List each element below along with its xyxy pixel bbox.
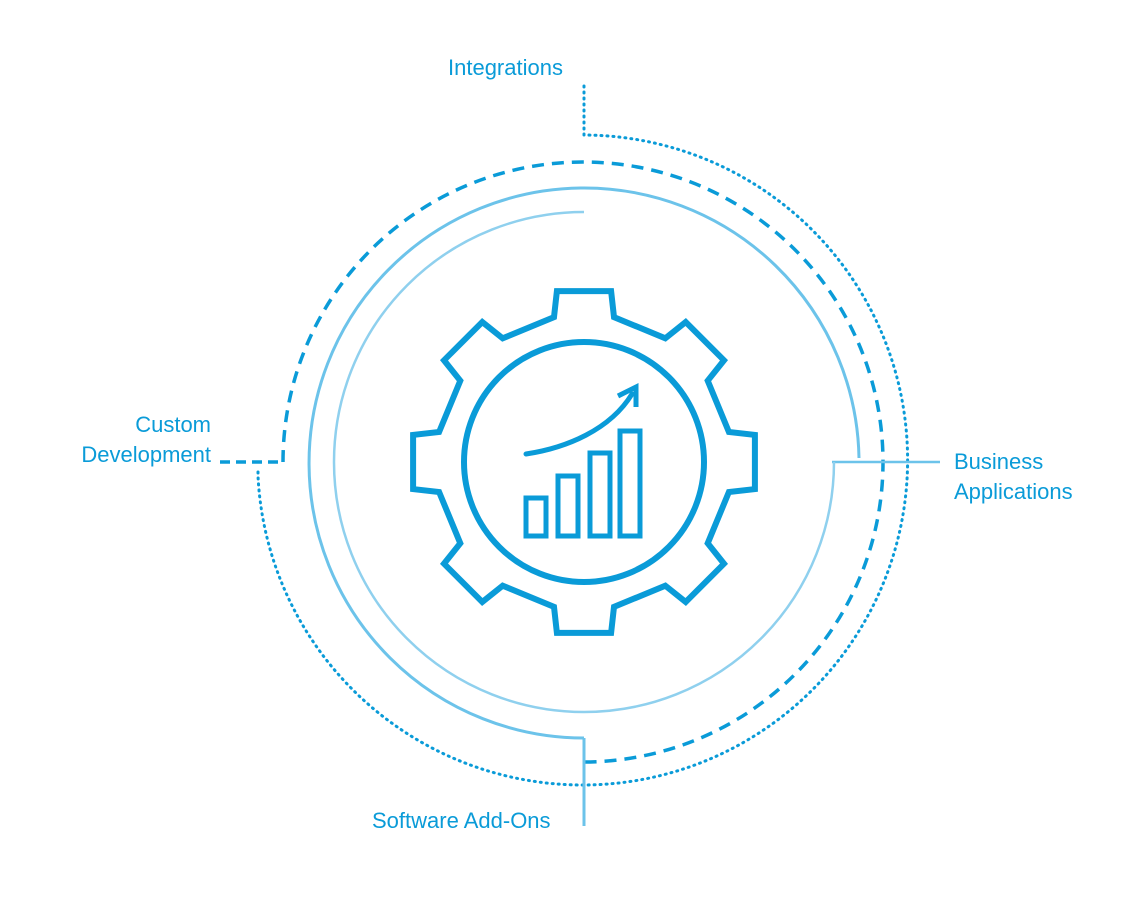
business-applications-line-2: Applications — [954, 479, 1073, 504]
software-addons-text: Software Add-Ons — [372, 808, 551, 833]
custom-development-label: Custom Development — [81, 410, 211, 470]
business-applications-line-1: Business — [954, 449, 1044, 474]
custom-development-line-1: Custom — [135, 412, 211, 437]
gear-icon — [410, 288, 758, 636]
trend-arrowhead-icon — [616, 382, 639, 407]
inner-thin-ring — [332, 210, 836, 714]
custom-development-line-2: Development — [81, 442, 211, 467]
growth-chart-icon — [523, 382, 643, 539]
chart-bar-2 — [555, 473, 581, 539]
software-addons-ring — [307, 186, 861, 740]
custom-dev-dashed-ring — [281, 160, 885, 764]
business-applications-label: Business Applications — [954, 447, 1073, 507]
integrations-dotted-ring — [256, 84, 910, 787]
trend-arrow-line — [523, 391, 635, 457]
software-addons-label: Software Add-Ons — [372, 806, 551, 836]
integrations-text: Integrations — [448, 55, 563, 80]
chart-bar-1 — [523, 495, 549, 539]
integrations-label: Integrations — [448, 53, 563, 83]
chart-bar-4 — [617, 428, 643, 539]
chart-bar-3 — [587, 450, 613, 539]
